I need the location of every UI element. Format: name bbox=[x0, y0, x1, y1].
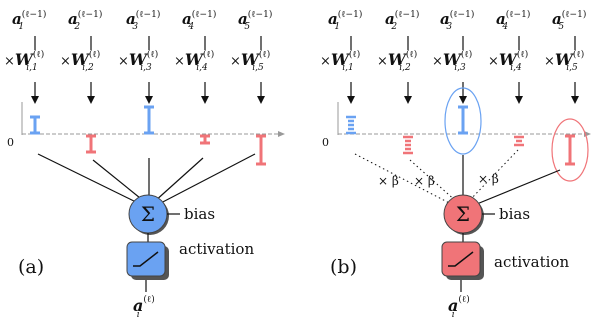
weight-label-b-1: ×W(ℓ)i,1 bbox=[320, 49, 360, 73]
sum-symbol: Σ bbox=[141, 202, 155, 226]
panel-label-a: (a) bbox=[18, 256, 44, 278]
weight-label-b-4: ×W(ℓ)i,4 bbox=[488, 49, 528, 73]
bias-label: bias bbox=[184, 205, 215, 223]
weight-label-b-5: ×W(ℓ)i,5 bbox=[544, 49, 584, 73]
beta-label-3: × β bbox=[478, 172, 499, 186]
panel-b: a(ℓ−1)1 a(ℓ−1)2 a(ℓ−1)3 a(ℓ−1)4 a(ℓ−1)5 … bbox=[320, 9, 591, 320]
input-label-5: a(ℓ−1)5 bbox=[238, 9, 272, 32]
input-label-b-1: a(ℓ−1)1 bbox=[328, 9, 362, 32]
sum-node: Σ bbox=[128, 194, 169, 235]
input-label-2: a(ℓ−1)2 bbox=[68, 9, 102, 32]
panel-label-b: (b) bbox=[330, 256, 357, 278]
value-bar-3 bbox=[144, 105, 154, 135]
activation-label: activation bbox=[179, 240, 254, 258]
value-bar-b-5 bbox=[565, 134, 575, 166]
weighted-values bbox=[30, 105, 266, 166]
weight-arrows-b bbox=[347, 82, 579, 104]
beta-label-1: × β bbox=[378, 174, 399, 188]
weight-label-2: ×W(ℓ)i,2 bbox=[60, 49, 100, 73]
activation-node bbox=[126, 241, 169, 280]
weight-arrows bbox=[31, 82, 265, 104]
activation-node-b bbox=[441, 241, 484, 280]
weight-label-1: ×W(ℓ)i,1 bbox=[4, 49, 44, 73]
value-bar-b-1 bbox=[346, 115, 356, 135]
input-label-b-4: a(ℓ−1)4 bbox=[496, 9, 530, 32]
value-bar-b-4 bbox=[514, 135, 524, 147]
weight-label-5: ×W(ℓ)i,5 bbox=[230, 49, 270, 73]
relu-icon bbox=[133, 251, 159, 267]
sum-node-b: Σ bbox=[443, 194, 484, 235]
weight-label-b-3: ×W(ℓ)i,3 bbox=[432, 49, 472, 73]
output-label-b: a(ℓ)i bbox=[448, 294, 470, 320]
value-bar-2 bbox=[86, 134, 96, 154]
input-label-3: a(ℓ−1)3 bbox=[126, 9, 160, 32]
input-label-b-3: a(ℓ−1)3 bbox=[440, 9, 474, 32]
value-bar-b-3 bbox=[458, 105, 468, 135]
weight-label-3: ×W(ℓ)i,3 bbox=[118, 49, 158, 73]
activation-label-b: activation bbox=[494, 253, 569, 271]
zero-axis: 0 bbox=[7, 102, 285, 149]
zero-axis-b: 0 bbox=[322, 102, 591, 149]
zero-label: 0 bbox=[7, 136, 14, 149]
value-bar-4 bbox=[200, 134, 210, 145]
weight-label-4: ×W(ℓ)i,4 bbox=[174, 49, 214, 73]
relu-icon-b bbox=[448, 251, 474, 267]
value-bar-1 bbox=[30, 115, 40, 135]
bias-label-b: bias bbox=[499, 205, 530, 223]
input-label-b-5: a(ℓ−1)5 bbox=[552, 9, 586, 32]
sum-connectors-b bbox=[354, 149, 561, 207]
panel-a: a(ℓ−1)1 a(ℓ−1)2 a(ℓ−1)3 a(ℓ−1)4 a(ℓ−1)5 … bbox=[4, 9, 285, 320]
input-label-1: a(ℓ−1)1 bbox=[12, 9, 46, 32]
output-label: a(ℓ)i bbox=[133, 294, 155, 320]
input-connectors bbox=[34, 36, 262, 50]
input-labels: a(ℓ−1)1 a(ℓ−1)2 a(ℓ−1)3 a(ℓ−1)4 a(ℓ−1)5 bbox=[12, 9, 272, 32]
weight-labels: ×W(ℓ)i,1 ×W(ℓ)i,2 ×W(ℓ)i,3 ×W(ℓ)i,4 ×W(ℓ… bbox=[4, 49, 270, 73]
beta-label-2: × β bbox=[414, 174, 435, 188]
selection-ellipse-5 bbox=[551, 118, 589, 182]
weight-label-b-2: ×W(ℓ)i,2 bbox=[377, 49, 417, 73]
selection-ellipse-3 bbox=[444, 87, 482, 155]
weight-labels-b: ×W(ℓ)i,1 ×W(ℓ)i,2 ×W(ℓ)i,3 ×W(ℓ)i,4 ×W(ℓ… bbox=[320, 49, 584, 73]
input-label-4: a(ℓ−1)4 bbox=[182, 9, 216, 32]
sum-symbol-b: Σ bbox=[456, 202, 470, 226]
zero-label-b: 0 bbox=[322, 136, 329, 149]
input-connectors-b bbox=[350, 36, 576, 50]
value-bar-5 bbox=[256, 134, 266, 166]
sum-connectors bbox=[37, 153, 256, 206]
input-labels-b: a(ℓ−1)1 a(ℓ−1)2 a(ℓ−1)3 a(ℓ−1)4 a(ℓ−1)5 bbox=[328, 9, 586, 32]
input-label-b-2: a(ℓ−1)2 bbox=[385, 9, 419, 32]
value-bar-b-2 bbox=[403, 135, 413, 155]
weighted-values-b bbox=[346, 87, 589, 182]
